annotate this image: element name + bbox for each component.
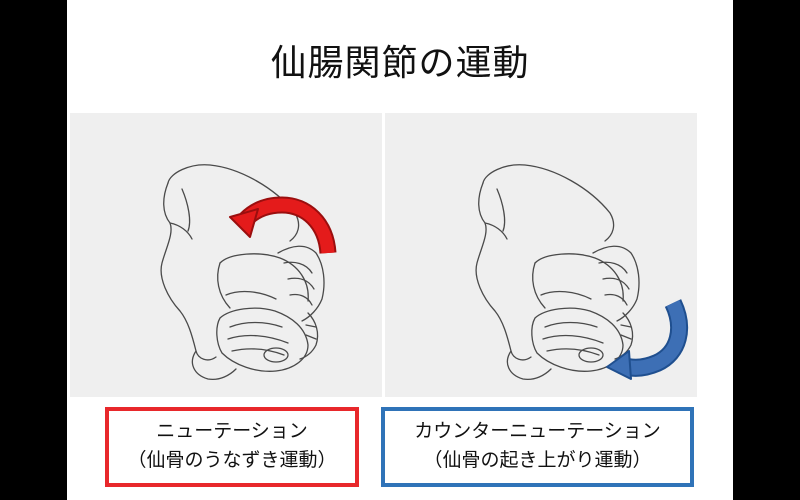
slide-title: 仙腸関節の運動 (270, 43, 530, 84)
caption-term: カウンターニューテーション (414, 420, 661, 442)
red-curved-arrow-icon (229, 196, 337, 255)
pelvis-sketch (160, 164, 337, 381)
caption-description: （仙骨のうなずき運動） (127, 449, 337, 471)
slide: 仙腸関節の運動 (67, 0, 733, 500)
caption-description: （仙骨の起き上がり運動） (423, 449, 652, 471)
caption-term: ニューテーション (156, 420, 308, 442)
pelvis-illustration-counternutation (385, 113, 697, 397)
pelvis-illustration-nutation (70, 113, 382, 397)
counternutation-caption-box: カウンターニューテーション （仙骨の起き上がり運動） (381, 407, 694, 487)
blue-curved-arrow-icon (606, 299, 689, 380)
nutation-caption-box: ニューテーション （仙骨のうなずき運動） (105, 407, 359, 487)
pelvis-sketch (475, 164, 689, 381)
